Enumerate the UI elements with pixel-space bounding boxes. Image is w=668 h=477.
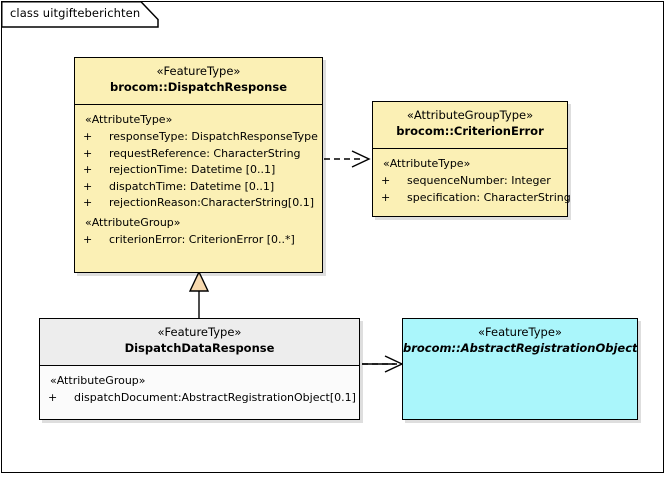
- visibility-marker: +: [83, 179, 93, 193]
- class-header-abstract-registration-object: «FeatureType» brocom::AbstractRegistrati…: [403, 319, 638, 366]
- class-body-dispatch-response: «AttributeType» + responseType: Dispatch…: [75, 105, 322, 252]
- attribute-text: rejectionReason:CharacterString[0.1]: [109, 196, 314, 209]
- title-tab-shape: [1, 1, 159, 28]
- class-name: DispatchDataResponse: [124, 341, 275, 355]
- attribute-text: specification: CharacterString: [407, 190, 571, 204]
- class-header-dispatch-data-response: «FeatureType» DispatchDataResponse: [40, 319, 359, 366]
- attribute-row[interactable]: + dispatchTime: Datetime [0..1]: [75, 179, 322, 196]
- attribute-group-label: «AttributeType»: [383, 157, 471, 170]
- class-stereotype: «FeatureType»: [156, 64, 241, 78]
- attribute-row[interactable]: + dispatchDocument:AbstractRegistrationO…: [40, 390, 359, 407]
- class-header-dispatch-response: «FeatureType» brocom::DispatchResponse: [75, 58, 322, 105]
- class-stereotype: «FeatureType»: [478, 325, 562, 339]
- attribute-row[interactable]: + rejectionReason:CharacterString[0.1]: [75, 195, 322, 212]
- attribute-text: sequenceNumber: Integer: [407, 174, 551, 187]
- class-name: brocom::CriterionError: [396, 124, 544, 138]
- class-box-dispatch-data-response[interactable]: «FeatureType» DispatchDataResponse «Attr…: [39, 318, 360, 420]
- class-box-criterion-error[interactable]: «AttributeGroupType» brocom::CriterionEr…: [372, 101, 571, 217]
- class-stereotype: «FeatureType»: [157, 325, 242, 339]
- attribute-group-label: «AttributeGroup»: [50, 374, 146, 387]
- attribute-group-label: «AttributeType»: [85, 113, 173, 126]
- attribute-row[interactable]: + criterionError: CriterionError [0..*]: [75, 232, 322, 249]
- class-box-dispatch-response[interactable]: «FeatureType» brocom::DispatchResponse «…: [74, 57, 323, 273]
- class-body-abstract-registration-object: [403, 366, 637, 374]
- visibility-marker: +: [83, 130, 93, 143]
- class-body-dispatch-data-response: «AttributeGroup» + dispatchDocument:Abst…: [40, 366, 359, 411]
- visibility-marker: +: [83, 196, 93, 209]
- attribute-row[interactable]: + specification: CharacterString: [373, 190, 571, 207]
- attribute-row[interactable]: + requestReference: CharacterString: [75, 146, 322, 163]
- attribute-text: dispatchDocument:AbstractRegistrationObj…: [74, 391, 356, 404]
- attribute-row[interactable]: + sequenceNumber: Integer: [373, 173, 567, 190]
- diagram-title-tab: class uitgifteberichten: [1, 1, 159, 28]
- attribute-text: dispatchTime: Datetime [0..1]: [109, 179, 275, 193]
- attribute-row[interactable]: + responseType: DispatchResponseType: [75, 129, 322, 146]
- attribute-text: responseType: DispatchResponseType: [109, 130, 318, 143]
- class-box-abstract-registration-object[interactable]: «FeatureType» brocom::AbstractRegistrati…: [402, 318, 638, 420]
- class-header-criterion-error: «AttributeGroupType» brocom::CriterionEr…: [373, 102, 567, 149]
- diagram-title-label: class uitgifteberichten: [10, 6, 141, 20]
- attribute-text: rejectionTime: Datetime [0..1]: [109, 163, 276, 176]
- visibility-marker: +: [83, 146, 93, 160]
- attribute-group-label: «AttributeGroup»: [85, 215, 181, 229]
- class-name: brocom::DispatchResponse: [110, 80, 287, 94]
- class-stereotype: «AttributeGroupType»: [406, 108, 534, 122]
- visibility-marker: +: [83, 163, 93, 176]
- class-name: brocom::AbstractRegistrationObject: [403, 341, 638, 355]
- visibility-marker: +: [381, 190, 391, 204]
- visibility-marker: +: [48, 391, 58, 404]
- attribute-text: requestReference: CharacterString: [109, 146, 301, 160]
- visibility-marker: +: [381, 174, 391, 187]
- class-body-criterion-error: «AttributeType» + sequenceNumber: Intege…: [373, 149, 571, 210]
- visibility-marker: +: [83, 232, 93, 246]
- attribute-row[interactable]: + rejectionTime: Datetime [0..1]: [75, 162, 322, 179]
- attribute-text: criterionError: CriterionError [0..*]: [109, 232, 295, 246]
